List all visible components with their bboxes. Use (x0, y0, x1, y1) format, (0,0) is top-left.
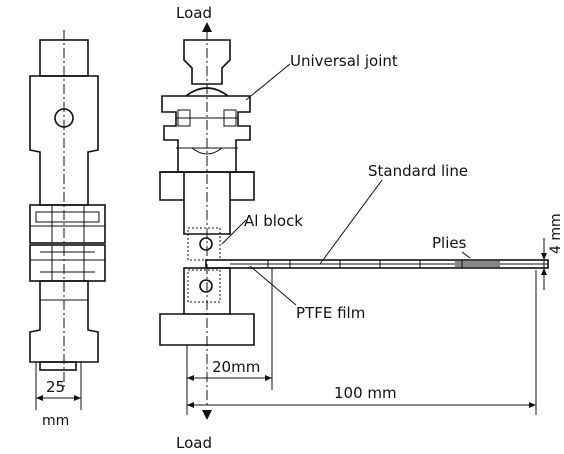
plies-hatch (455, 260, 500, 268)
universal-joint-label: Universal joint (290, 52, 398, 70)
ptfe-film-label: PTFE film (296, 304, 365, 322)
front-lower-body (29, 280, 99, 363)
al-block-lower (187, 269, 221, 303)
front-upper-clamp (29, 204, 106, 244)
front-lower-clamp (29, 244, 106, 282)
al-block-label: Al block (244, 212, 303, 230)
dim-20-label: 20mm (212, 358, 260, 376)
dim-25-unit: mm (42, 413, 69, 429)
universal-joint-housing (161, 95, 251, 235)
load-top-label: Load (176, 4, 212, 22)
side-view: Load Load Universal joint Standard line … (159, 4, 564, 452)
side-top-shank (183, 39, 231, 85)
front-view: 25 mm (29, 30, 106, 429)
al-block-upper (187, 227, 221, 261)
load-bottom-label: Load (176, 434, 212, 452)
plies-label: Plies (432, 234, 467, 252)
load-arrow-top (202, 22, 212, 32)
universal-joint-leader (245, 63, 291, 101)
dim-100-label: 100 mm (334, 384, 397, 402)
plies-leader (461, 251, 471, 259)
standard-line-leader (319, 179, 383, 265)
standard-line-label: Standard line (368, 162, 468, 180)
load-arrow-bottom (202, 410, 212, 420)
dim-4mm-label: 4 mm (548, 213, 564, 254)
al-block-upper-hole (199, 237, 213, 251)
ptfe-film-leader (249, 265, 297, 306)
al-block-lower-hole (199, 279, 213, 293)
dim-25-label: 25 (46, 378, 65, 396)
al-block-leader (221, 219, 247, 245)
